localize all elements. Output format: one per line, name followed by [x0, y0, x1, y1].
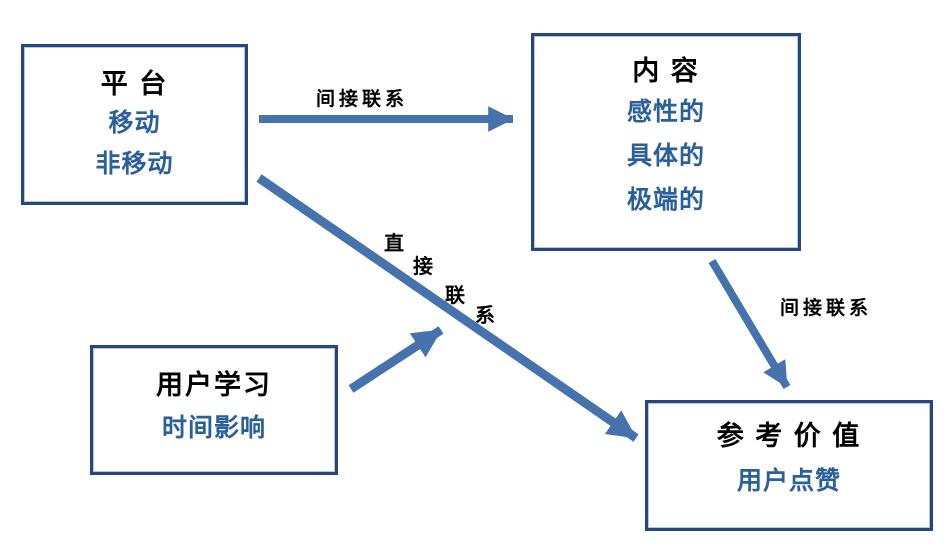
box-content-title: 内 容: [632, 56, 700, 86]
label-indirect-platform-content: 间接联系: [315, 89, 409, 110]
box-platform-item: 非移动: [95, 150, 174, 178]
label-direct-char: 系: [475, 305, 495, 327]
label-direct-char: 联: [445, 285, 465, 307]
box-reference-value: 参 考 价 值 用户点赞: [645, 400, 933, 531]
box-platform: 平 台 移动 非移动: [21, 44, 248, 205]
box-content: 内 容 感性的 具体的 极端的: [531, 33, 801, 251]
box-user-learning-title: 用户学习: [156, 370, 272, 400]
arrow-content-to-reference: [708, 258, 791, 390]
box-reference-value-item: 用户点赞: [736, 467, 841, 495]
box-user-learning-item: 时间影响: [161, 414, 266, 442]
arrow-moderation-from-user-learning: [348, 326, 444, 393]
label-direct-char: 接: [413, 256, 433, 278]
box-user-learning: 用户学习 时间影响: [90, 345, 338, 475]
label-indirect-content-reference: 间接联系: [779, 298, 873, 319]
box-content-item: 具体的: [626, 142, 705, 170]
label-direct-char: 直: [384, 233, 404, 255]
box-platform-title: 平 台: [100, 69, 169, 99]
box-platform-item: 移动: [108, 109, 161, 137]
box-content-item: 极端的: [626, 186, 705, 214]
box-reference-value-title: 参 考 价 值: [716, 421, 862, 451]
box-content-item: 感性的: [626, 98, 705, 126]
